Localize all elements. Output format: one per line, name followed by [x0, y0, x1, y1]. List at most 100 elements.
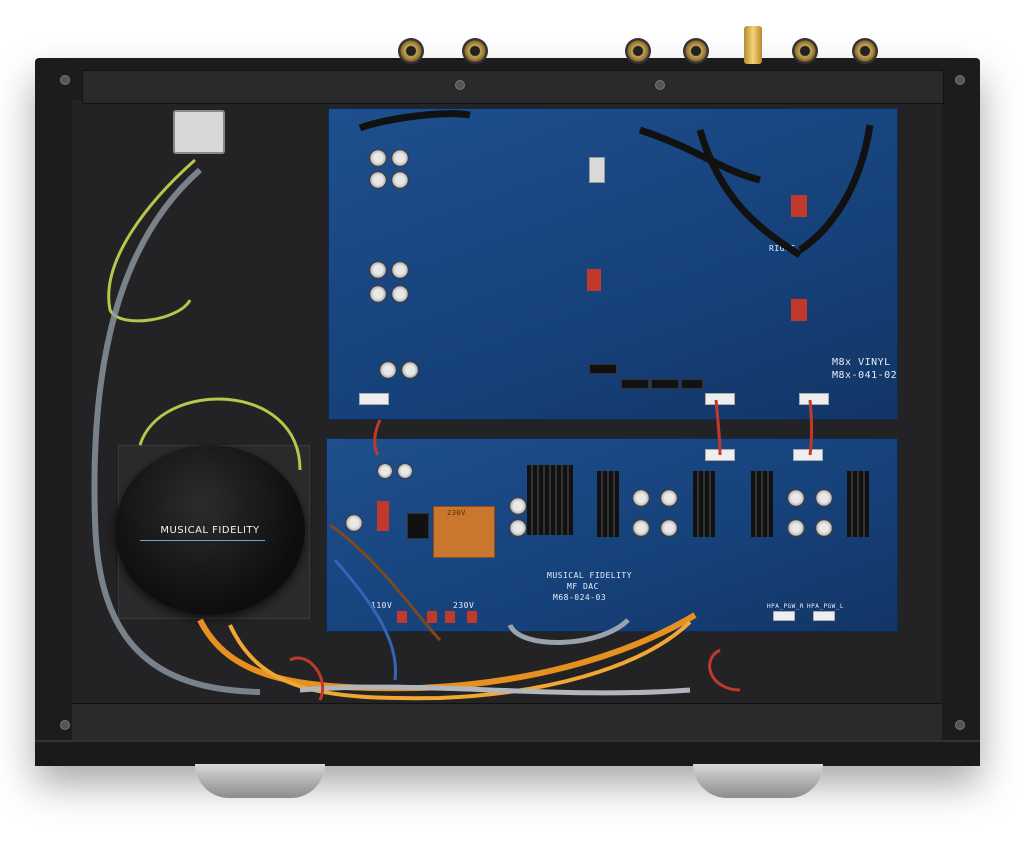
red-wire	[289, 656, 325, 701]
rca-jack	[792, 38, 818, 64]
dac-name: MF DAC	[567, 582, 599, 591]
voltage-selector	[397, 611, 407, 623]
rca-jack	[398, 38, 424, 64]
lower-pcb: 230V MUSICAL FIDELITY MF DAC M68-024-03 …	[326, 438, 898, 632]
header-connector	[799, 393, 829, 405]
screw	[955, 75, 965, 85]
capacitor	[391, 171, 409, 189]
blue-wire	[333, 559, 398, 681]
dac-brand: MUSICAL FIDELITY	[547, 571, 633, 580]
capacitor	[787, 519, 805, 537]
capacitor	[787, 489, 805, 507]
relay-red	[791, 299, 807, 321]
relay-red	[791, 195, 807, 217]
capacitor	[369, 171, 387, 189]
fuse-holder	[377, 501, 389, 531]
signal-cable	[798, 124, 874, 253]
transformer-brand: MUSICAL FIDELITY	[160, 525, 260, 536]
screw	[60, 720, 70, 730]
capacitor	[632, 489, 650, 507]
orange-bundle	[228, 620, 692, 701]
front-rail	[72, 703, 942, 740]
capacitor	[369, 261, 387, 279]
capacitor	[509, 497, 527, 515]
capacitor	[660, 519, 678, 537]
brown-wire	[329, 523, 442, 642]
capacitor	[345, 514, 363, 532]
header-connector	[813, 611, 835, 621]
voltage-selector	[427, 611, 437, 623]
screw	[955, 720, 965, 730]
capacitor	[369, 149, 387, 167]
relay	[589, 157, 605, 183]
red-wire	[808, 399, 813, 456]
capacitor	[391, 285, 409, 303]
ic-chip	[681, 379, 703, 389]
heatsink	[527, 465, 573, 535]
foot-left	[195, 764, 325, 798]
signal-cable	[696, 129, 802, 258]
capacitor	[391, 149, 409, 167]
capacitor	[509, 519, 527, 537]
voltage-selector	[467, 611, 477, 623]
screw	[655, 80, 665, 90]
heatsink	[751, 471, 773, 537]
heatsink	[847, 471, 869, 537]
right-label: RIGHT	[769, 244, 796, 253]
board-part-number: M8x-041-02	[832, 370, 898, 381]
heatsink	[693, 471, 715, 537]
dac-part-number: M68-024-03	[553, 593, 607, 602]
voltage-230-label: 230V	[453, 601, 475, 610]
relay-red	[587, 269, 601, 291]
relay	[433, 506, 495, 558]
ic-chip	[621, 379, 649, 389]
ic-chip	[651, 379, 679, 389]
board-model: M8x VINYL	[832, 357, 891, 368]
front-panel	[35, 740, 980, 766]
capacitor	[815, 489, 833, 507]
grey-cable	[299, 684, 691, 696]
rear-rail	[82, 70, 944, 104]
capacitor	[369, 285, 387, 303]
brand-underline	[140, 540, 265, 541]
header-connector	[773, 611, 795, 621]
capacitor	[632, 519, 650, 537]
rca-jack	[625, 38, 651, 64]
hpa-l-label: HPA_PGW_L	[807, 603, 845, 610]
capacitor	[377, 463, 393, 479]
heatsink	[597, 471, 619, 537]
capacitor	[815, 519, 833, 537]
ground-post	[744, 26, 762, 64]
red-wire	[708, 648, 741, 692]
header-connector	[705, 393, 735, 405]
ground-wire	[107, 158, 196, 323]
red-wire	[714, 399, 722, 456]
ground-wire	[138, 397, 302, 471]
ic-chip	[589, 364, 617, 374]
header-connector	[359, 393, 389, 405]
capacitor	[397, 463, 413, 479]
screw	[60, 75, 70, 85]
screw	[455, 80, 465, 90]
header-connector	[793, 449, 823, 461]
relay-text: 230V	[447, 509, 466, 517]
capacitor	[660, 489, 678, 507]
rca-jack	[683, 38, 709, 64]
foot-right	[693, 764, 823, 798]
power-inlet	[173, 110, 225, 154]
ic-chip	[407, 513, 429, 539]
mains-cable	[91, 167, 261, 695]
red-wire	[373, 419, 382, 456]
toroidal-transformer	[115, 445, 305, 615]
voltage-selector	[445, 611, 455, 623]
upper-pcb: RIGHT M8x VINYL M8x-041-02	[328, 108, 898, 420]
capacitor	[391, 261, 409, 279]
hpa-r-label: HPA_PGW_R	[767, 603, 805, 610]
rca-jack	[852, 38, 878, 64]
capacitor	[401, 361, 419, 379]
grey-cable	[507, 618, 630, 645]
rca-jack	[462, 38, 488, 64]
capacitor	[379, 361, 397, 379]
signal-cable	[358, 110, 471, 132]
